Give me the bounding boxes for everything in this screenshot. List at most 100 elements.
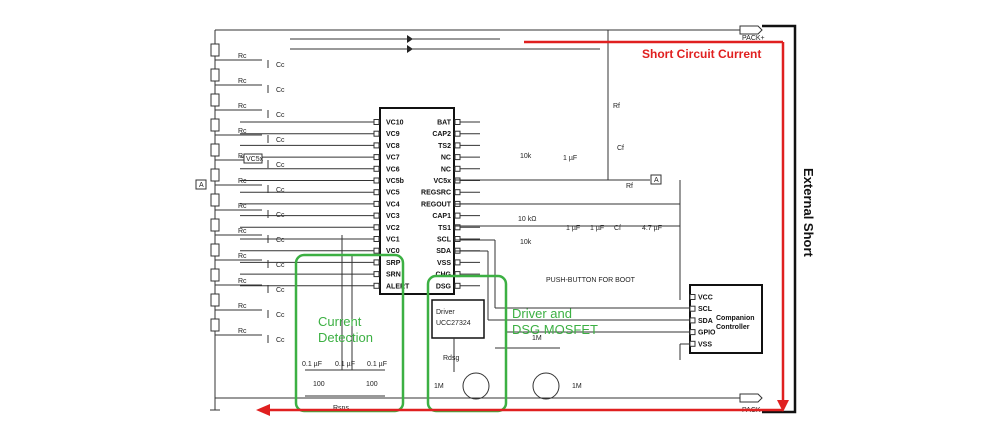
cell-resistor-0 xyxy=(210,43,220,57)
pack-minus-terminal xyxy=(739,393,763,403)
ic-pin-left-4: VC6 xyxy=(386,166,400,173)
c01uf-label-2: 0.1 µF xyxy=(335,361,355,368)
r1m-label-2: 1M xyxy=(532,335,542,342)
rc-label-9: Rc xyxy=(238,278,247,285)
ic-pin-left-1: VC9 xyxy=(386,131,400,138)
short-current-arrowhead-left xyxy=(256,404,270,416)
cc-label-1: Cc xyxy=(276,87,285,94)
rc-label-5: Rc xyxy=(238,178,247,185)
cc-label-8: Cc xyxy=(276,262,285,269)
cf-label-bottom: Cf xyxy=(614,225,621,232)
ic-pin-left-12: SRP xyxy=(386,260,401,267)
cc-label-0: Cc xyxy=(276,62,285,69)
companion-pin-1: SCL xyxy=(698,306,713,313)
r100-label-2: 100 xyxy=(366,381,378,388)
ic-pin-right-4: NC xyxy=(441,166,451,173)
ic-pin-right-8: CAP1 xyxy=(432,213,451,220)
driver-part-label: UCC27324 xyxy=(436,320,471,327)
ic-pin-left-2: VC8 xyxy=(386,143,400,150)
r10k-label-1: 10k xyxy=(520,153,532,160)
cf-label-top: Cf xyxy=(617,145,624,152)
external-short-path xyxy=(762,24,797,414)
ic-pin-right-5: VC5x xyxy=(433,178,451,185)
c47uf-label: 4.7 µF xyxy=(642,225,662,232)
cell-resistor-10 xyxy=(210,293,220,307)
ic-pin-left-13: SRN xyxy=(386,272,401,279)
ic-pin-right-9: TS1 xyxy=(438,225,451,232)
short-current-arrowhead-down xyxy=(777,400,789,412)
rc-label-2: Rc xyxy=(238,103,247,110)
cell-resistor-8 xyxy=(210,243,220,257)
ic-pin-left-9: VC2 xyxy=(386,225,400,232)
controller-label: Controller xyxy=(716,324,750,331)
cell-resistor-5 xyxy=(210,168,220,182)
pack-plus-terminal xyxy=(739,25,763,35)
a-box-right xyxy=(650,174,662,185)
cc-label-7: Cc xyxy=(276,237,285,244)
ic-pin-left-0: VC10 xyxy=(386,120,404,127)
cell-resistor-3 xyxy=(210,118,220,132)
c01uf-label-1: 0.1 µF xyxy=(302,361,322,368)
dsg-mosfet-1 xyxy=(462,372,490,400)
driver-mosfet-box xyxy=(426,274,508,413)
rdsg-label: Rdsg xyxy=(443,355,459,362)
driver-mosfet-label-2: DSG MOSFET xyxy=(512,322,598,337)
cell-resistor-11 xyxy=(210,318,220,332)
rc-label-7: Rc xyxy=(238,228,247,235)
rc-label-0: Rc xyxy=(238,53,247,60)
companion-pins: VCC SCL SDA GPIO VSS xyxy=(689,294,716,348)
external-short-label: External Short xyxy=(801,168,816,258)
ic-pin-right-6: REGSRC xyxy=(421,190,451,197)
ic-pin-left-3: VC7 xyxy=(386,155,400,162)
a-box-left-label: A xyxy=(199,182,204,189)
companion-pin-2: SDA xyxy=(698,318,713,325)
driver-label: Driver xyxy=(436,309,455,316)
cell-resistor-1 xyxy=(210,68,220,82)
vc5x-box-label: VC5x xyxy=(246,156,264,163)
rc-label-6: Rc xyxy=(238,203,247,210)
battery-monitor-ic xyxy=(379,107,455,295)
r1m-label-1: 1M xyxy=(434,383,444,390)
cc-label-10: Cc xyxy=(276,312,285,319)
cell-resistor-7 xyxy=(210,218,220,232)
vc5x-box xyxy=(243,153,263,164)
a-box-right-label: A xyxy=(654,177,659,184)
rsns-label: Rsns xyxy=(333,405,349,412)
ic-pin-right-7: REGOUT xyxy=(421,201,452,208)
dsg-mosfet-2 xyxy=(532,372,560,400)
ic-pin-left-14: ALERT xyxy=(386,283,410,290)
companion-controller xyxy=(689,284,763,354)
ic-pin-right-11: SDA xyxy=(436,248,451,255)
companion-pin-4: VSS xyxy=(698,341,712,348)
ic-pin-left-11: VC0 xyxy=(386,248,400,255)
r10k-label-2: 10k xyxy=(520,239,532,246)
ic-pin-left-5: VC5b xyxy=(386,178,404,185)
cc-label-2: Cc xyxy=(276,112,285,119)
cell-resistor-9 xyxy=(210,268,220,282)
cc-label-5: Cc xyxy=(276,187,285,194)
rc-label-4: Rc xyxy=(238,153,247,160)
cell-resistor-6 xyxy=(210,193,220,207)
cc-label-4: Cc xyxy=(276,162,285,169)
current-detection-label-2: Detection xyxy=(318,330,373,345)
companion-pin-0: VCC xyxy=(698,295,713,302)
rf-label-mid: Rf xyxy=(626,183,633,190)
pack-plus-label: PACK+ xyxy=(742,35,765,42)
c1uf-label-1: 1 µF xyxy=(563,155,577,162)
ic-pin-right-1: CAP2 xyxy=(432,131,451,138)
r10kohm-label: 10 kΩ xyxy=(518,216,536,223)
companion-label: Companion xyxy=(716,315,755,322)
rf-label-top: Rf xyxy=(613,103,620,110)
cc-label-9: Cc xyxy=(276,287,285,294)
rc-label-10: Rc xyxy=(238,303,247,310)
c01uf-label-3: 0.1 µF xyxy=(367,361,387,368)
driver-ic xyxy=(431,299,485,339)
companion-pin-3: GPIO xyxy=(698,330,716,337)
rc-label-11: Rc xyxy=(238,328,247,335)
ic-pin-left-7: VC4 xyxy=(386,201,400,208)
ic-pin-right-0: BAT xyxy=(437,120,452,127)
cell-resistor-4 xyxy=(210,143,220,157)
r100-label-1: 100 xyxy=(313,381,325,388)
ic-pin-left-8: VC3 xyxy=(386,213,400,220)
